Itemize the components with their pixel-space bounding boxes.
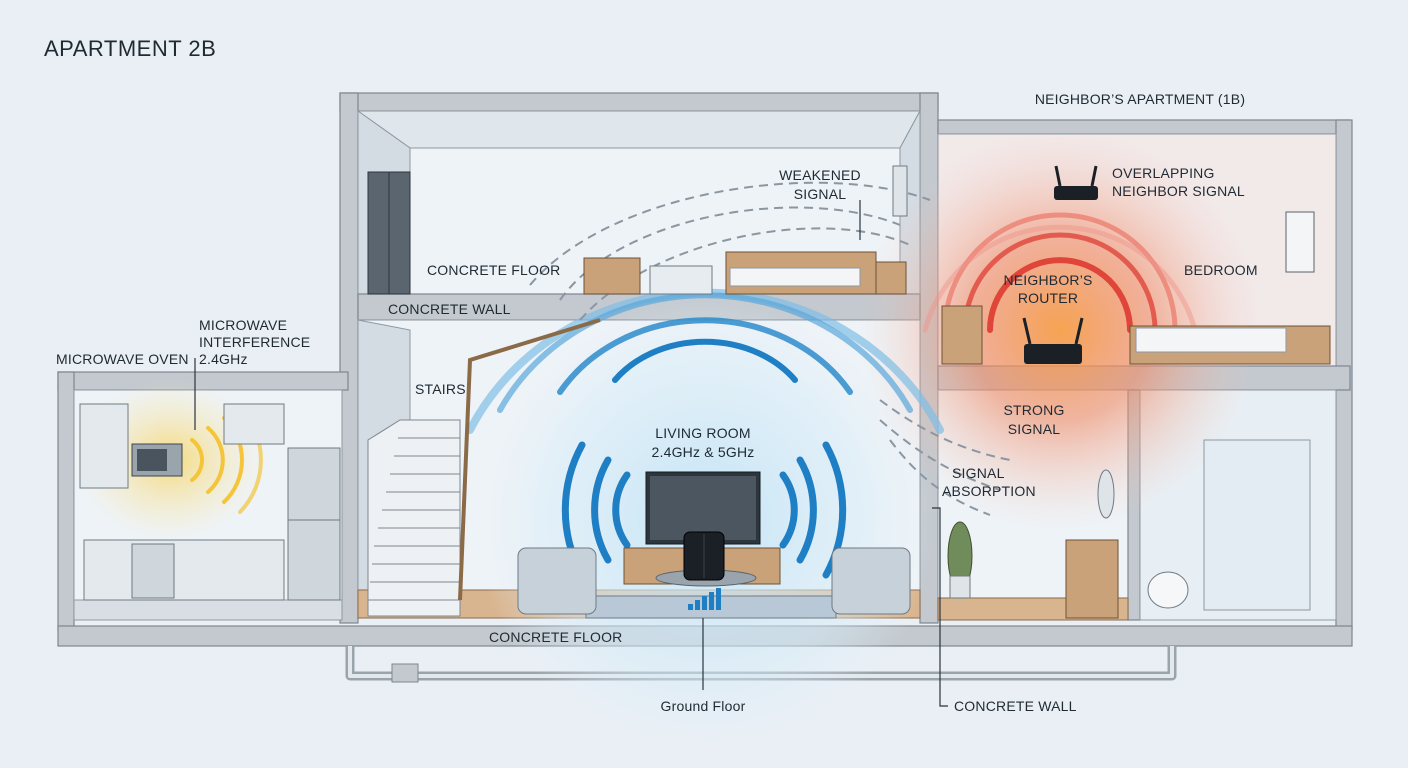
label-stairs: STAIRS bbox=[415, 381, 466, 397]
label-microwave-oven: MICROWAVE OVEN bbox=[56, 351, 189, 367]
page-title: APARTMENT 2B bbox=[44, 36, 216, 61]
label-overlapping-line2: NEIGHBOR SIGNAL bbox=[1112, 183, 1245, 199]
label-concrete-wall-lower: CONCRETE WALL bbox=[954, 698, 1077, 714]
label-strong-signal-line1: STRONG bbox=[1003, 402, 1064, 418]
label-ground-floor: Ground Floor bbox=[661, 698, 746, 714]
neighbor-router-icon bbox=[1022, 165, 1098, 364]
label-weakened-signal-line2: SIGNAL bbox=[794, 186, 847, 202]
label-concrete-floor-lower: CONCRETE FLOOR bbox=[489, 629, 622, 645]
label-microwave-interference-line2: INTERFERENCE bbox=[199, 334, 310, 350]
label-weakened-signal-line1: WEAKENED bbox=[779, 167, 861, 183]
label-signal-absorption-line2: ABSORPTION bbox=[942, 483, 1036, 499]
label-neighbor-apartment: NEIGHBOR’S APARTMENT (1B) bbox=[1035, 91, 1245, 107]
label-microwave-interference-line1: MICROWAVE bbox=[199, 317, 287, 333]
label-overlapping-line1: OVERLAPPING bbox=[1112, 165, 1215, 181]
label-concrete-wall-upper: CONCRETE WALL bbox=[388, 301, 511, 317]
living-room-furniture bbox=[517, 547, 911, 619]
stairs bbox=[367, 318, 601, 617]
signal-bars-icon bbox=[688, 588, 721, 610]
neighbor-bedroom-furniture bbox=[941, 211, 1331, 365]
neighbor-signal-glow bbox=[860, 130, 1260, 530]
router-icon bbox=[683, 531, 725, 581]
kitchen-furniture bbox=[79, 403, 341, 601]
neighbor-signal-arcs bbox=[922, 212, 1198, 333]
label-living-room-line2: 2.4GHz & 5GHz bbox=[652, 444, 755, 460]
upper-floor-furniture bbox=[367, 165, 908, 295]
leader-lines bbox=[194, 200, 948, 707]
label-concrete-floor-upper: CONCRETE FLOOR bbox=[427, 262, 560, 278]
hall-and-bath-furniture bbox=[947, 439, 1311, 619]
microwave-icon bbox=[131, 443, 183, 477]
label-neighbors-router-line1: NEIGHBOR’S bbox=[1003, 272, 1092, 288]
label-living-room-line1: LIVING ROOM bbox=[655, 425, 751, 441]
label-bedroom: BEDROOM bbox=[1184, 262, 1258, 278]
label-strong-signal-line2: SIGNAL bbox=[1008, 421, 1061, 437]
label-neighbors-router-line2: ROUTER bbox=[1018, 290, 1078, 306]
weakened-signal-paths bbox=[529, 181, 1011, 516]
label-signal-absorption-line1: SIGNAL bbox=[952, 465, 1005, 481]
label-microwave-interference-line3: 2.4GHz bbox=[199, 351, 248, 367]
